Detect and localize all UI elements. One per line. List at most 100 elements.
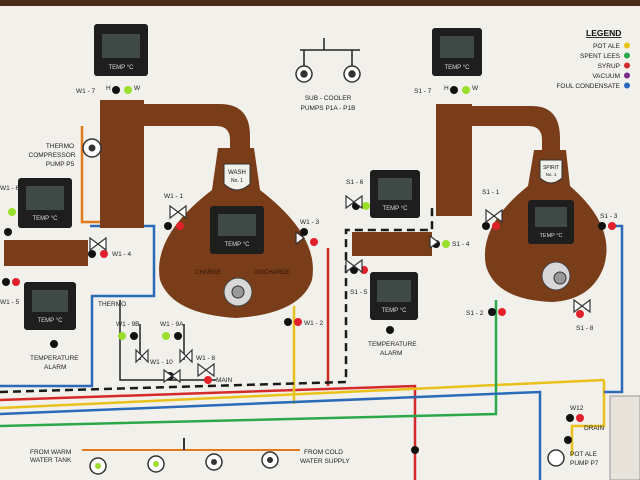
led-w1-9a-right bbox=[174, 332, 182, 340]
display-label: TEMP °C bbox=[33, 216, 59, 222]
thermo-compressor-line bbox=[80, 126, 106, 224]
label-s1-2: S1 - 2 bbox=[466, 310, 484, 317]
thermo-compressor-line2: COMPRESSOR bbox=[29, 152, 76, 159]
from-warm-line2: WATER TANK bbox=[30, 457, 72, 464]
temp-display-wash-still: TEMP °C bbox=[210, 206, 264, 254]
wash-name: WASH bbox=[228, 170, 246, 176]
display-label: TEMP °C bbox=[445, 65, 471, 71]
wash-number: No. 1 bbox=[231, 178, 243, 184]
legend-item-label: FOUL CONDENSATE bbox=[556, 83, 620, 90]
legend-item-swatch bbox=[624, 82, 630, 89]
led-s1-8 bbox=[576, 310, 584, 318]
display-label: TEMP °C bbox=[540, 233, 563, 239]
thermo-compressor-line1: THERMO bbox=[46, 143, 74, 150]
display-screen bbox=[440, 36, 474, 58]
temp-display-spirit-top: TEMP °C bbox=[432, 28, 482, 76]
led-w1-4-left bbox=[88, 250, 96, 258]
label-w1-1: W1 - 1 bbox=[164, 193, 184, 200]
label-w1-10: W1 - 10 bbox=[150, 359, 173, 366]
valve-w1-3-icon[interactable] bbox=[295, 230, 305, 246]
valve-s1-8-icon[interactable] bbox=[573, 298, 591, 314]
pump-p5-hub bbox=[88, 144, 96, 152]
valve-s1-4-icon[interactable] bbox=[429, 234, 439, 250]
label-w1-4: W1 - 4 bbox=[112, 251, 132, 258]
led-cold bbox=[267, 457, 273, 463]
led-w1-7-left bbox=[112, 86, 120, 94]
label-w12: W12 bbox=[570, 405, 584, 412]
label-w1-7: W1 - 7 bbox=[76, 88, 96, 95]
valve-w1-4-icon[interactable] bbox=[89, 236, 107, 252]
thermo-compressor-pump: THERMO COMPRESSOR PUMP P5 bbox=[29, 138, 102, 168]
wash-lyne-arm bbox=[144, 104, 250, 160]
spent-lees-line bbox=[0, 300, 498, 428]
spirit-lyne-arm bbox=[472, 106, 560, 156]
temp-display-spirit-still: TEMP °C bbox=[528, 200, 574, 244]
wash-discharge-label: DISCHARGE bbox=[254, 270, 290, 276]
panel-labels: W1 - 7 H W S1 - 7 H W W1 - 6 W1 - 1 W1 -… bbox=[0, 85, 618, 467]
spirit-condenser-column bbox=[436, 104, 472, 216]
from-cold-line1: FROM COLD bbox=[304, 449, 343, 456]
led-w12-right bbox=[576, 414, 584, 422]
wash-preheater bbox=[4, 240, 88, 266]
display-label: TEMP °C bbox=[38, 318, 64, 324]
valve-w1-9b-icon[interactable] bbox=[135, 348, 149, 364]
temp-alarm-left-line1: TEMPERATURE bbox=[30, 355, 79, 362]
label-s1-4: S1 - 4 bbox=[452, 241, 470, 248]
valve-s1-6-icon[interactable] bbox=[345, 194, 363, 210]
display-screen bbox=[218, 214, 256, 236]
valve-s1-1-icon[interactable] bbox=[485, 208, 503, 224]
label-w1-3: W1 - 3 bbox=[300, 219, 320, 226]
label-s1-1: S1 - 1 bbox=[482, 189, 500, 196]
legend-item-label: POT ALE bbox=[593, 43, 621, 50]
display-screen bbox=[377, 280, 411, 302]
led-w1-7-right bbox=[124, 86, 132, 94]
led-w1-5-left bbox=[2, 278, 10, 286]
led-w1-1-left bbox=[164, 222, 172, 230]
display-label: TEMP °C bbox=[383, 206, 409, 212]
side-panel bbox=[609, 395, 640, 480]
wash-keyhole bbox=[231, 285, 245, 299]
valve-s1-5-icon[interactable] bbox=[345, 258, 363, 274]
display-screen bbox=[32, 290, 68, 312]
led-w1-6 bbox=[8, 208, 16, 216]
display-label: TEMP °C bbox=[225, 242, 251, 248]
led-w12-left bbox=[566, 414, 574, 422]
led-w1-6-aux bbox=[4, 228, 12, 236]
led-s1-1-right bbox=[492, 222, 500, 230]
legend-item-label: SPENT LEES bbox=[580, 53, 621, 60]
pot-ale-pump-line1: POT ALE bbox=[570, 451, 598, 458]
label-w1-7-w: W bbox=[134, 85, 141, 92]
legend-item-label: VACUUM bbox=[592, 73, 620, 80]
spirit-keyhole bbox=[553, 271, 567, 285]
valve-symbols bbox=[89, 194, 591, 384]
legend-item-swatch bbox=[624, 42, 630, 49]
led-s1-2-left bbox=[488, 308, 496, 316]
label-w1-5: W1 - 5 bbox=[0, 299, 20, 306]
wash-charge-label: CHARGE bbox=[195, 270, 221, 276]
sub-cooler-title: SUB - COOLER bbox=[305, 95, 352, 102]
temp-display-wash-top: TEMP °C bbox=[94, 24, 148, 76]
legend-item-swatch bbox=[624, 52, 630, 59]
led-s1-3-left bbox=[598, 222, 606, 230]
label-drain: DRAIN bbox=[584, 425, 605, 432]
valve-w1-1-icon[interactable] bbox=[169, 204, 187, 220]
led-w1-5-right bbox=[12, 278, 20, 286]
led-s1-3-right bbox=[608, 222, 616, 230]
display-label: TEMP °C bbox=[109, 65, 135, 71]
water-pump-leds bbox=[95, 457, 273, 469]
led-w1-9a-left bbox=[162, 332, 170, 340]
valve-w1-10-icon[interactable] bbox=[163, 368, 181, 384]
led-temp-alarm-right bbox=[386, 326, 394, 334]
sub-cooler-pumps-label: PUMPS P1A - P1B bbox=[301, 105, 356, 112]
spirit-preheater bbox=[352, 232, 432, 256]
valve-w1-9a-icon[interactable] bbox=[179, 348, 193, 364]
led-warm-1 bbox=[95, 463, 101, 469]
led-w1-9b-right bbox=[130, 332, 138, 340]
valve-w1-8-icon[interactable] bbox=[197, 362, 215, 378]
legend-item-swatch bbox=[624, 62, 630, 69]
led-s1-6-right bbox=[362, 202, 370, 210]
pot-ale-pump-p7[interactable] bbox=[547, 449, 565, 467]
